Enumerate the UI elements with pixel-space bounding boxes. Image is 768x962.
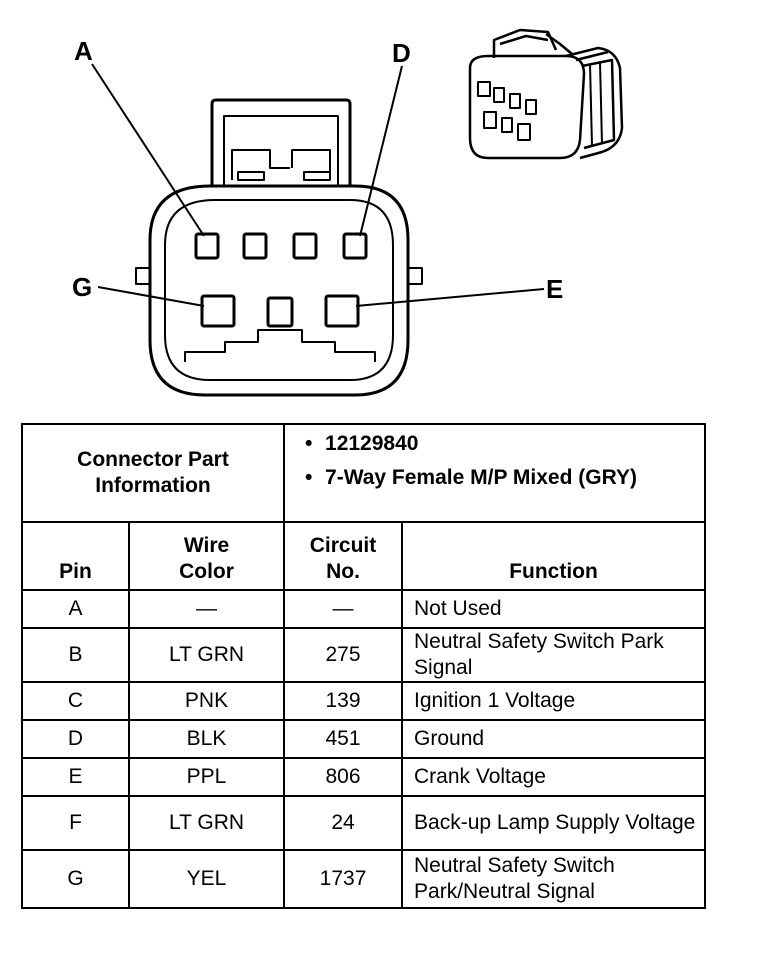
- pin-cell: A: [21, 589, 130, 629]
- function-cell: Neutral Safety Switch Park/Neutral Signa…: [401, 849, 707, 909]
- connector-info-table: Connector Part Information •12129840 •7-…: [20, 423, 707, 909]
- pin-cell: C: [21, 681, 130, 721]
- wire-color-cell: LT GRN: [127, 795, 286, 851]
- latch-notch-right: [303, 171, 331, 181]
- latch-notch-left: [237, 171, 265, 181]
- side-ear-left: [135, 267, 151, 285]
- circuit-no-cell: —: [283, 589, 404, 629]
- function-cell: Crank Voltage: [401, 757, 707, 797]
- function-cell: Ignition 1 Voltage: [401, 681, 707, 721]
- connector-part-details: •12129840 •7-Way Female M/P Mixed (GRY): [283, 423, 707, 523]
- connector-housing-outer: [148, 184, 410, 397]
- connector-info-row: Connector Part Information •12129840 •7-…: [20, 423, 707, 523]
- leader-line-a: [91, 63, 205, 237]
- connector-part-info-label: Connector Part Information: [20, 423, 286, 523]
- pin-cell: E: [21, 757, 130, 797]
- circuit-no-cell: 806: [283, 757, 404, 797]
- part-number-line: •12129840: [305, 432, 419, 455]
- pin-cell: G: [21, 849, 130, 909]
- locking-tab: [210, 98, 352, 185]
- wire-color-cell: PPL: [127, 757, 286, 797]
- column-header-pin: Pin: [21, 521, 130, 591]
- terminal-cavity-e: [324, 294, 360, 328]
- wire-color-cell: —: [127, 589, 286, 629]
- pin-cell: D: [21, 719, 130, 759]
- circuit-no-cell: 275: [283, 627, 404, 683]
- connector-face-diagram: A D G E: [72, 28, 624, 397]
- circuit-no-cell: 451: [283, 719, 404, 759]
- function-cell: Ground: [401, 719, 707, 759]
- wire-color-cell: LT GRN: [127, 627, 286, 683]
- column-header-wire-color: Wire Color: [127, 521, 286, 591]
- callout-e: E: [546, 274, 563, 304]
- wire-color-cell: YEL: [127, 849, 286, 909]
- callout-a: A: [74, 36, 93, 66]
- locking-tab-inner: [223, 115, 339, 185]
- function-cell: Not Used: [401, 589, 707, 629]
- terminal-cavity-g: [200, 294, 236, 328]
- leader-line-d: [359, 65, 403, 237]
- terminal-cavity-b: [242, 232, 268, 260]
- locking-tab-latch-left: [231, 149, 290, 180]
- callout-d: D: [392, 38, 411, 68]
- function-cell: Neutral Safety Switch Park Signal: [401, 627, 707, 683]
- column-header-circuit-no: Circuit No.: [283, 521, 404, 591]
- terminal-cavity-a: [194, 232, 220, 260]
- leader-line-e: [355, 288, 545, 307]
- terminal-cavity-d: [342, 232, 368, 260]
- callout-g: G: [72, 272, 92, 302]
- pin-cell: F: [21, 795, 130, 851]
- circuit-no-cell: 139: [283, 681, 404, 721]
- connector-housing-inner: [164, 199, 394, 381]
- wire-color-cell: BLK: [127, 719, 286, 759]
- circuit-no-cell: 24: [283, 795, 404, 851]
- connector-keying-step: [184, 329, 376, 362]
- bullet-icon: •: [305, 432, 313, 455]
- column-header-row: Pin Wire Color Circuit No. Function: [21, 521, 707, 591]
- circuit-no-cell: 1737: [283, 849, 404, 909]
- table-row: A——Not Used: [21, 589, 707, 629]
- side-ear-right: [407, 267, 423, 285]
- column-header-function: Function: [401, 521, 707, 591]
- terminal-cavity-c: [292, 232, 318, 260]
- connector-type-line: •7-Way Female M/P Mixed (GRY): [305, 466, 637, 489]
- terminal-cavity-f: [266, 296, 294, 328]
- leader-line-g: [97, 286, 205, 307]
- pin-cell: B: [21, 627, 130, 683]
- bullet-icon: •: [305, 466, 313, 489]
- wire-color-cell: PNK: [127, 681, 286, 721]
- connector-3d-illustration: [468, 28, 624, 160]
- locking-tab-latch-right: [291, 149, 331, 180]
- function-cell: Back-up Lamp Supply Voltage: [401, 795, 707, 851]
